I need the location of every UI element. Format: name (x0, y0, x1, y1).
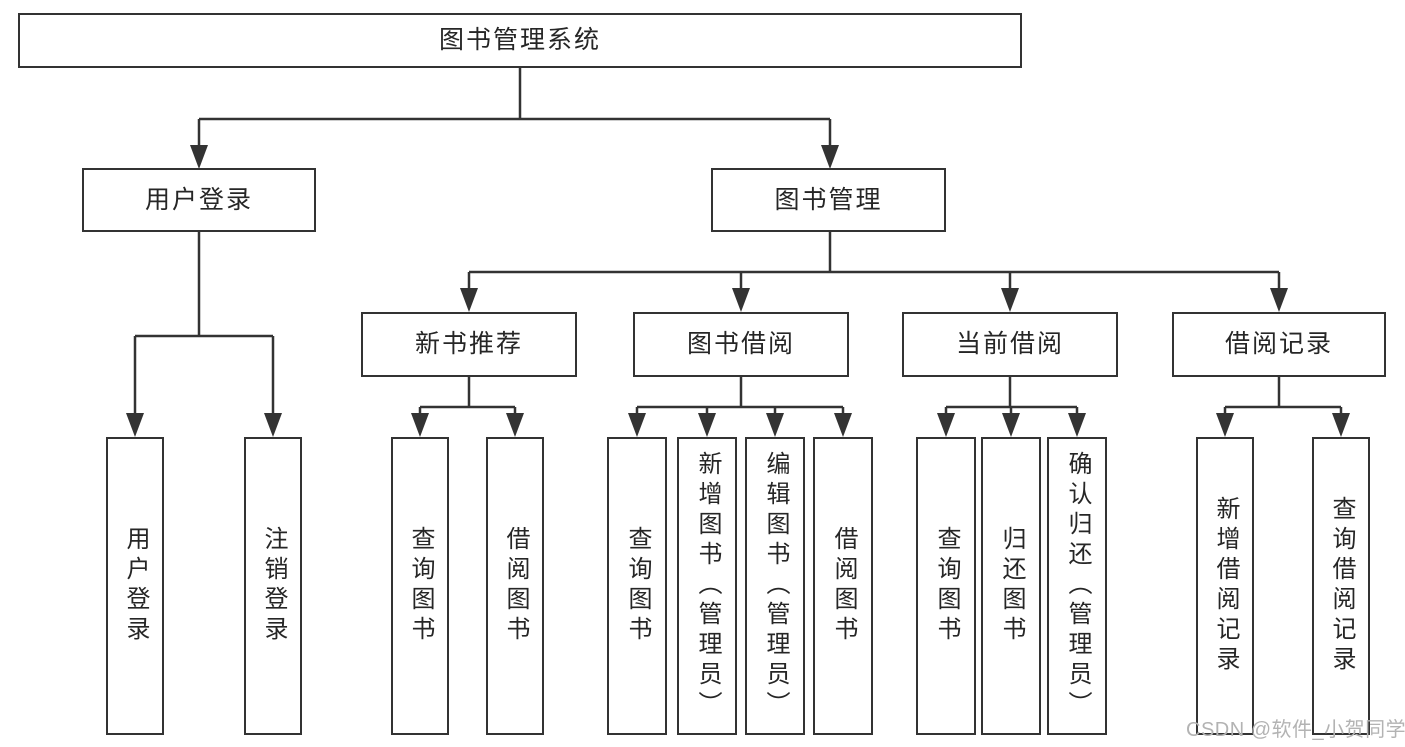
arrowhead (1001, 288, 1019, 312)
leaf-borrow-books: 借阅图书 (813, 437, 873, 735)
arrowhead (1216, 413, 1234, 437)
node-root: 图书管理系统 (18, 13, 1022, 68)
leaf-borrow-books-recommend-label: 借阅图书 (502, 526, 529, 646)
node-user-login-label: 用户登录 (144, 185, 253, 214)
leaf-confirm-return-admin: 确认归还（管理员） (1047, 437, 1107, 735)
node-book-borrow: 图书借阅 (633, 312, 849, 377)
node-borrow-records: 借阅记录 (1172, 312, 1386, 377)
leaf-borrow-books-label: 借阅图书 (830, 526, 857, 646)
node-current-borrow: 当前借阅 (902, 312, 1118, 377)
node-root-label: 图书管理系统 (438, 26, 601, 54)
leaf-logout: 注销登录 (244, 437, 302, 735)
node-current-borrow-label: 当前借阅 (955, 330, 1064, 358)
leaf-return-books: 归还图书 (981, 437, 1041, 735)
arrowhead (732, 288, 750, 312)
leaf-query-books-current: 查询图书 (916, 437, 976, 735)
node-book-borrow-label: 图书借阅 (686, 330, 795, 358)
leaf-query-books-borrow-label: 查询图书 (624, 526, 651, 646)
leaf-query-books-borrow: 查询图书 (607, 437, 667, 735)
leaf-query-borrow-record: 查询借阅记录 (1312, 437, 1370, 735)
leaf-logout-label: 注销登录 (260, 526, 287, 646)
csdn-watermark: CSDN @软件_小贺同学 (1186, 719, 1405, 741)
connector-borrow-records-children (1223, 377, 1343, 414)
leaf-edit-books-admin: 编辑图书（管理员） (745, 437, 805, 735)
leaf-add-borrow-record-label: 新增借阅记录 (1212, 496, 1239, 676)
arrowhead (506, 413, 524, 437)
leaf-add-books-admin: 新增图书（管理员） (677, 437, 737, 735)
arrowhead (1270, 288, 1288, 312)
arrowhead (628, 413, 646, 437)
arrowhead (937, 413, 955, 437)
leaf-user-login-label: 用户登录 (122, 526, 149, 646)
connector-new-books-children (418, 377, 517, 414)
node-new-book-recommend: 新书推荐 (361, 312, 577, 377)
connector-user-login-children (133, 232, 275, 414)
arrowhead (1332, 413, 1350, 437)
leaf-borrow-books-recommend: 借阅图书 (486, 437, 544, 735)
arrowhead (821, 145, 839, 169)
leaf-return-books-label: 归还图书 (998, 526, 1025, 646)
arrowhead (264, 413, 282, 437)
leaf-query-books-recommend: 查询图书 (391, 437, 449, 735)
arrowhead (766, 413, 784, 437)
connector-current-borrow-children (944, 377, 1079, 414)
arrowhead (698, 413, 716, 437)
leaf-confirm-return-admin-label: 确认归还（管理员） (1064, 451, 1091, 721)
leaf-query-books-recommend-label: 查询图书 (407, 526, 434, 646)
leaf-add-books-admin-label: 新增图书（管理员） (694, 451, 721, 721)
leaf-edit-books-admin-label: 编辑图书（管理员） (762, 451, 789, 721)
leaf-query-borrow-record-label: 查询借阅记录 (1328, 496, 1355, 676)
arrowhead (1068, 413, 1086, 437)
arrowhead (834, 413, 852, 437)
node-new-book-recommend-label: 新书推荐 (414, 330, 523, 358)
connector-book-mgmt-level3 (467, 232, 1281, 290)
connector-book-borrow-children (635, 377, 845, 414)
arrowhead (126, 413, 144, 437)
arrowhead (190, 145, 208, 169)
node-borrow-records-label: 借阅记录 (1224, 330, 1333, 358)
leaf-query-books-current-label: 查询图书 (933, 526, 960, 646)
arrowhead (411, 413, 429, 437)
connector-root-level2 (197, 68, 832, 147)
node-user-login: 用户登录 (82, 168, 316, 232)
node-book-management-label: 图书管理 (774, 185, 883, 214)
leaf-add-borrow-record: 新增借阅记录 (1196, 437, 1254, 735)
leaf-user-login: 用户登录 (106, 437, 164, 735)
node-book-management: 图书管理 (711, 168, 946, 232)
arrowhead (460, 288, 478, 312)
arrowhead (1002, 413, 1020, 437)
